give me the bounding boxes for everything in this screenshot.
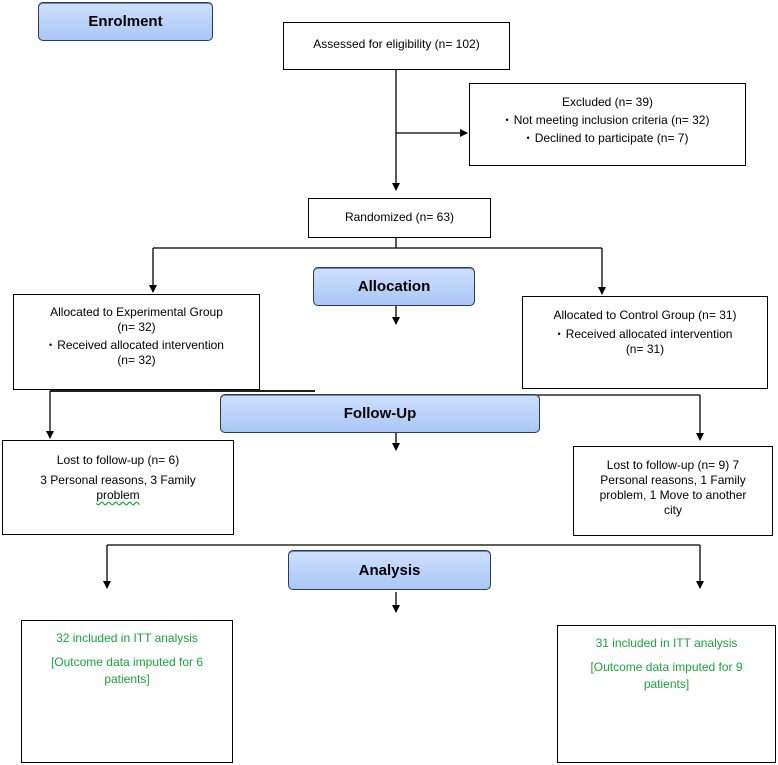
randomized-text: Randomized (n= 63) <box>344 210 455 224</box>
analysis-control-line3: patients] <box>643 677 690 691</box>
lost-control-line4: city <box>664 503 682 517</box>
stage-analysis: Analysis <box>288 550 491 590</box>
excluded-title: Excluded (n= 39) <box>561 95 654 109</box>
assessed-text: Assessed for eligibility (n= 102) <box>313 37 480 51</box>
allocated-experimental-n: (n= 32) <box>117 320 156 334</box>
box-assessed: Assessed for eligibility (n= 102) <box>283 22 510 70</box>
box-randomized: Randomized (n= 63) <box>308 198 491 238</box>
analysis-experimental-line1: 32 included in ITT analysis <box>56 631 198 645</box>
stage-follow-up: Follow-Up <box>220 394 540 433</box>
stage-allocation: Allocation <box>313 267 475 306</box>
lost-control-line1: Lost to follow-up (n= 9) 7 <box>606 458 740 472</box>
lost-experimental-line1: 3 Personal reasons, 3 Family <box>40 473 196 487</box>
box-lost-experimental: Lost to follow-up (n= 6) 3 Personal reas… <box>2 440 234 535</box>
allocated-experimental-title: Allocated to Experimental Group <box>50 305 223 319</box>
allocated-control-title: Allocated to Control Group (n= 31) <box>553 308 737 322</box>
box-analysis-experimental: 32 included in ITT analysis [Outcome dat… <box>21 620 233 763</box>
box-excluded: Excluded (n= 39) Not meeting inclusion c… <box>469 83 746 166</box>
allocated-control-item-n: (n= 31) <box>625 342 665 356</box>
analysis-experimental-line2: [Outcome data imputed for 6 <box>50 655 204 669</box>
analysis-control-line2: [Outcome data imputed for 9 <box>590 660 743 674</box>
excluded-item: Declined to participate (n= 7) <box>470 131 745 146</box>
lost-control-line2: Personal reasons, 1 Family <box>600 473 746 487</box>
box-lost-control: Lost to follow-up (n= 9) 7 Personal reas… <box>573 446 773 536</box>
box-allocated-control: Allocated to Control Group (n= 31) Recei… <box>522 296 768 389</box>
excluded-item: Not meeting inclusion criteria (n= 32) <box>470 113 745 128</box>
analysis-control-line1: 31 included in ITT analysis <box>595 636 738 650</box>
box-analysis-control: 31 included in ITT analysis [Outcome dat… <box>557 625 776 763</box>
stage-enrolment: Enrolment <box>38 2 213 41</box>
allocated-control-item: Received allocated intervention <box>523 327 767 342</box>
allocated-experimental-item: Received allocated intervention <box>14 338 259 353</box>
lost-experimental-title: Lost to follow-up (n= 6) <box>56 453 180 467</box>
box-allocated-experimental: Allocated to Experimental Group (n= 32) … <box>13 294 260 390</box>
analysis-experimental-line3: patients] <box>104 672 150 686</box>
lost-experimental-line2: problem <box>96 488 140 502</box>
allocated-experimental-item-n: (n= 32) <box>117 353 156 367</box>
lost-control-line3: problem, 1 Move to another <box>599 488 747 502</box>
